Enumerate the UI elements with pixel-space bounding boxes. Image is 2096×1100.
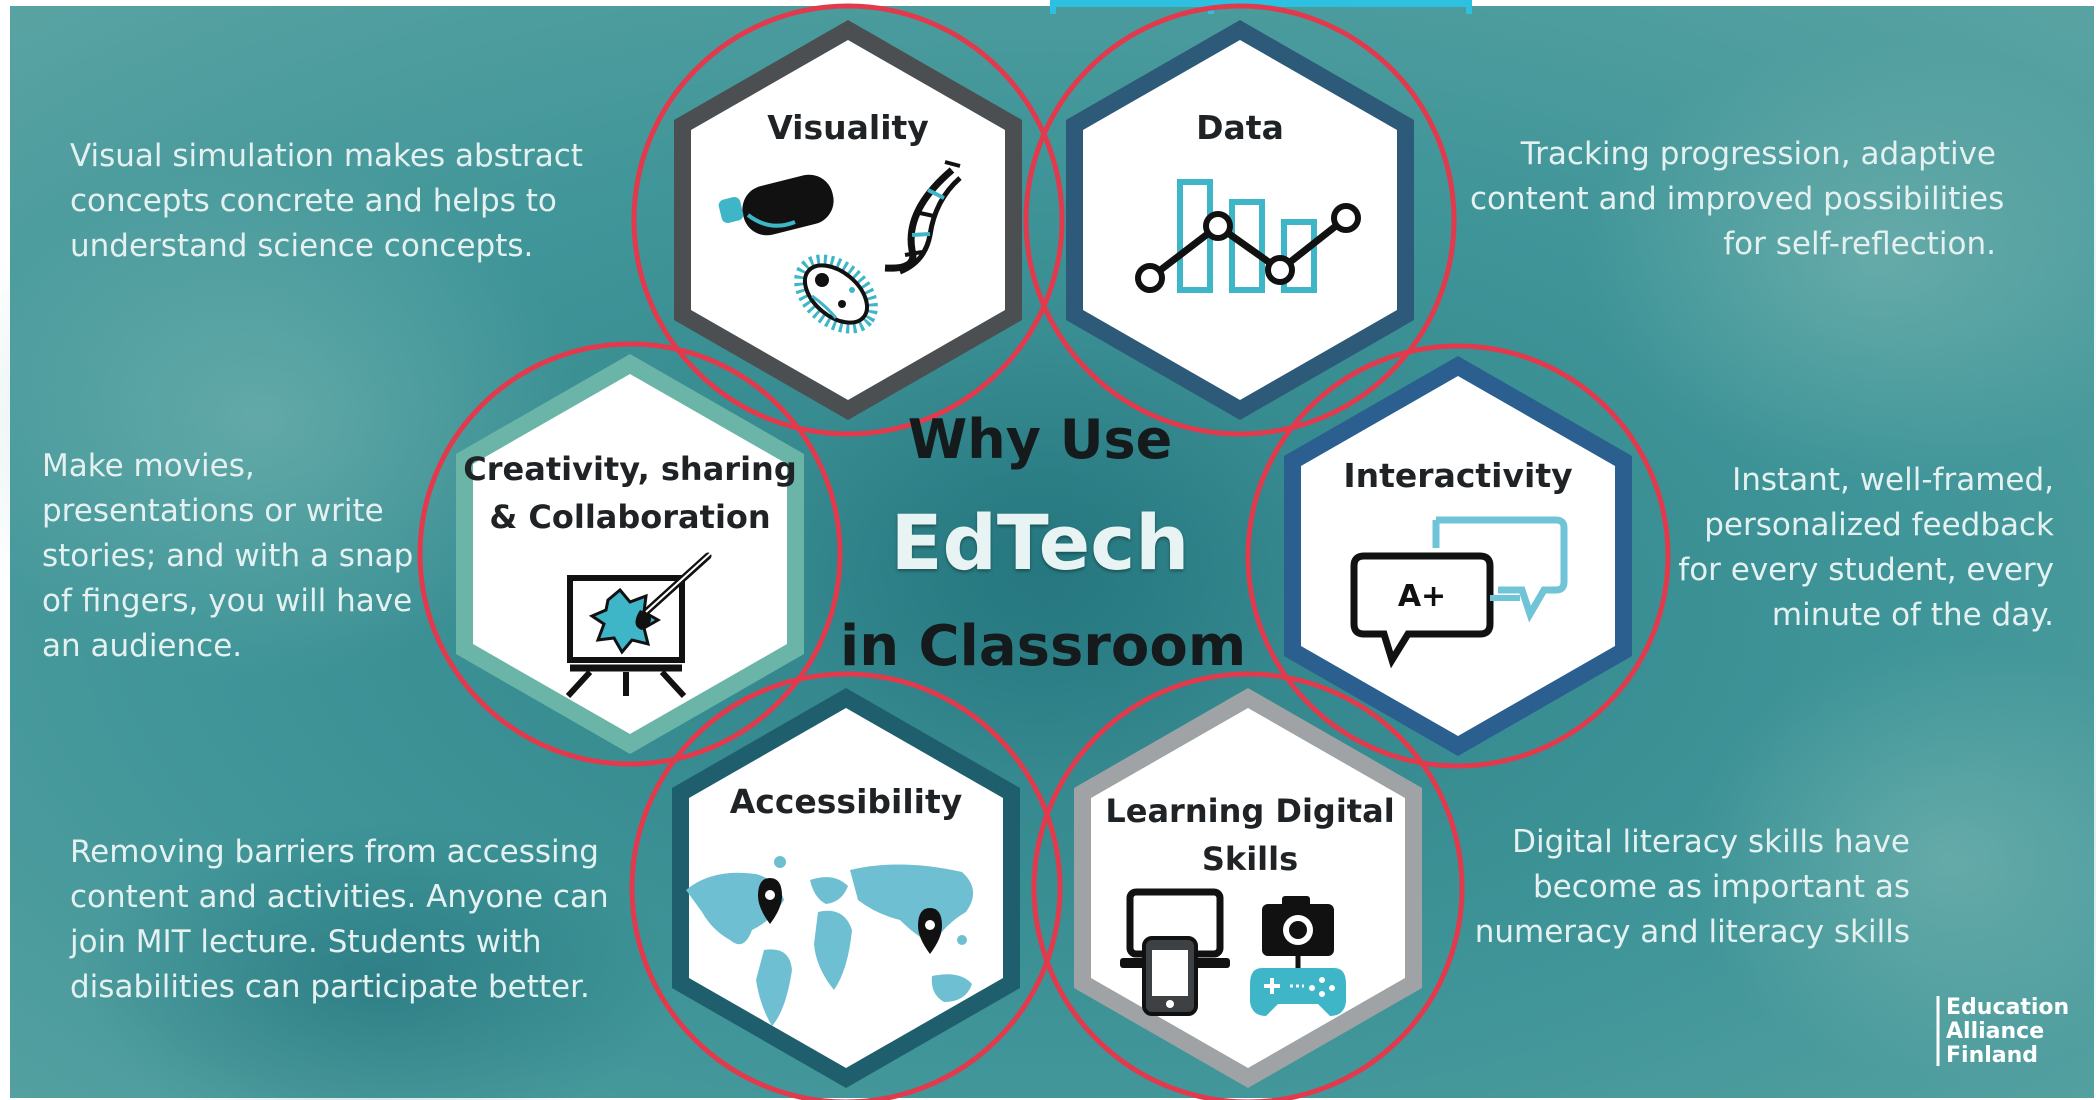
gamepad-icon bbox=[1250, 968, 1346, 1016]
ring-data bbox=[1023, 3, 1457, 437]
center-title-line2: EdTech bbox=[890, 498, 1190, 587]
logo-line-3: Finland bbox=[1946, 1043, 2039, 1068]
logo: Education Alliance Finland bbox=[1946, 996, 2069, 1068]
hexagon-title-visuality: Visuality bbox=[767, 108, 929, 147]
camera-icon bbox=[1262, 896, 1334, 970]
description-data: Tracking progression, adaptive content a… bbox=[1470, 136, 2005, 262]
hexagon-title-data: Data bbox=[1196, 108, 1284, 147]
ring-interactivity bbox=[1245, 343, 1671, 769]
description-creativity: Make movies, presentations or write stor… bbox=[42, 448, 414, 664]
easel-paintbrush-icon bbox=[565, 551, 713, 699]
location-pin-icon bbox=[758, 878, 942, 954]
center-title-line3: in Classroom bbox=[840, 614, 1247, 679]
hexagon-title-accessibility: Accessibility bbox=[729, 782, 963, 821]
description-interactivity: Instant, well-framed, personalized feedb… bbox=[1678, 462, 2054, 633]
ring-creativity bbox=[417, 341, 843, 767]
hexagon-title-creativity-line2: & Collaboration bbox=[489, 498, 771, 536]
ring-visuality bbox=[631, 3, 1065, 437]
top-accent-bar bbox=[1052, 0, 1472, 7]
ring-accessibility bbox=[629, 671, 1063, 1100]
center-title-line1: Why Use bbox=[907, 408, 1173, 471]
description-accessibility: Removing barriers from accessing content… bbox=[70, 834, 609, 1005]
hexagon-title-interactivity: Interactivity bbox=[1343, 456, 1573, 495]
description-visuality: Visual simulation makes abstract concept… bbox=[70, 138, 583, 264]
ring-digital-skills bbox=[1031, 671, 1465, 1100]
highlight-rings bbox=[417, 3, 1671, 1100]
hexagon-title-creativity-line1: Creativity, sharing bbox=[463, 450, 797, 488]
description-digital-skills: Digital literacy skills have become as i… bbox=[1474, 824, 1910, 950]
line-bar-chart-icon bbox=[1135, 179, 1361, 293]
hexagon-creativity bbox=[456, 354, 804, 754]
hexagon-title-digital-skills-line1: Learning Digital bbox=[1105, 792, 1395, 830]
dna-icon bbox=[884, 160, 962, 275]
chat-bubbles-icon: A+ bbox=[1350, 516, 1568, 669]
hexagon-title-digital-skills-line2: Skills bbox=[1201, 840, 1299, 878]
feedback-grade-label: A+ bbox=[1398, 579, 1446, 614]
logo-line-2: Alliance bbox=[1946, 1019, 2045, 1044]
hexagon-visuality bbox=[674, 20, 1022, 420]
logo-line-1: Education bbox=[1946, 995, 2070, 1020]
hexagon-data bbox=[1066, 20, 1414, 420]
vr-headset-icon bbox=[718, 174, 834, 236]
phone-icon bbox=[1142, 936, 1198, 1016]
